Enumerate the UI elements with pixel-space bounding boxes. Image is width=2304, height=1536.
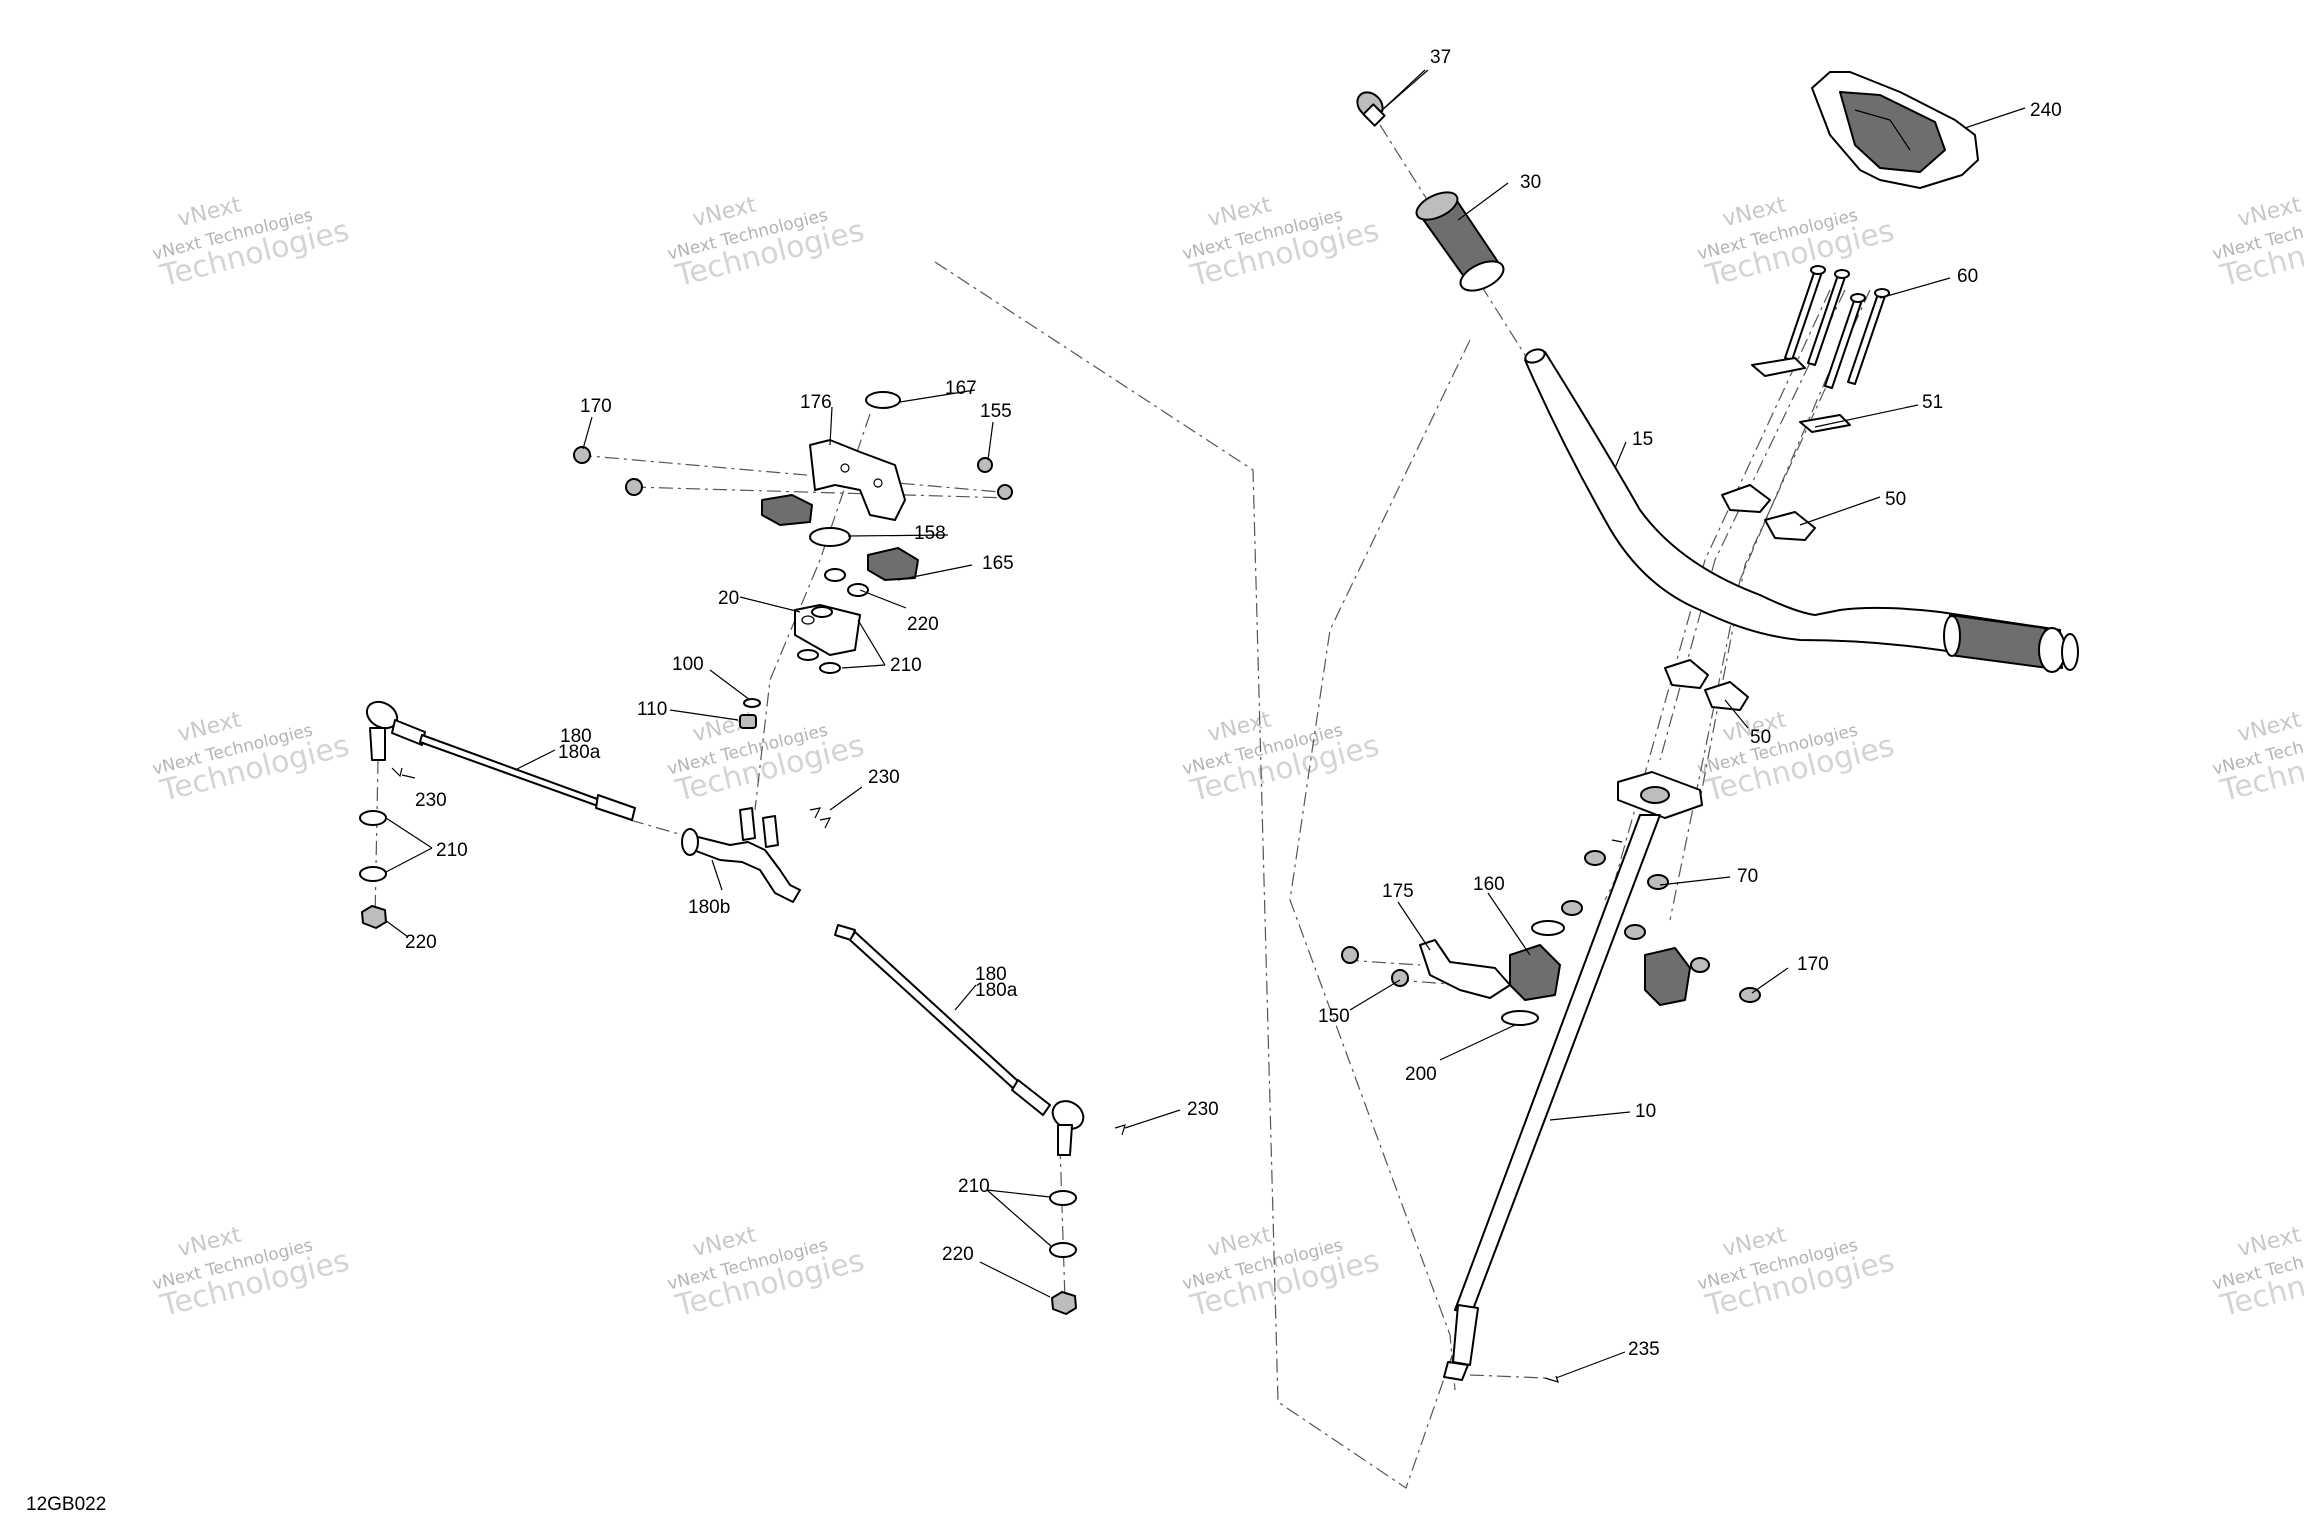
pitman-arm — [794, 604, 861, 656]
callout: 176 — [800, 392, 832, 413]
callout: 180b — [688, 897, 730, 918]
callout: 180 — [560, 726, 592, 747]
callout: 50 — [1885, 489, 1906, 510]
handlebar-clamp-bolts — [1784, 265, 1890, 389]
callout: 110 — [637, 699, 667, 720]
upper-clamps — [1664, 484, 1816, 711]
watermark: vNext vNext Technologies Technologies — [1696, 192, 1898, 294]
callout: 30 — [1520, 172, 1541, 193]
support-bracket — [809, 439, 906, 521]
callout: 210 — [436, 840, 468, 861]
callout: 155 — [980, 401, 1012, 422]
callout: 230 — [1187, 1099, 1219, 1120]
callout: 175 — [1382, 881, 1414, 902]
watermark: vNext vNext Technologies Technologies — [151, 1222, 353, 1324]
callout: 220 — [405, 932, 437, 953]
callout: 10 — [1635, 1101, 1656, 1122]
callout: 210 — [958, 1176, 990, 1197]
callout: 160 — [1473, 874, 1505, 895]
callout: 180a — [975, 980, 1018, 1001]
cotter-pin — [1544, 1375, 1559, 1383]
watermark: vNext vNext Technologies Technologies — [1181, 1222, 1383, 1324]
assembly-boundary-line — [934, 261, 1481, 1489]
watermark: vNext vNext Technologies Technologies — [2211, 192, 2304, 294]
support-seal — [865, 391, 901, 409]
callout: 180 — [975, 964, 1007, 985]
tie-rod-cotter-pins — [391, 767, 1126, 1136]
watermark: vNext vNext Technologies Technologies — [1181, 192, 1383, 294]
watermark: vNext vNext Technologies Technologies — [2211, 707, 2304, 809]
callout: 200 — [1405, 1064, 1437, 1085]
tie-rod-left — [365, 700, 636, 821]
flange-nuts — [1561, 850, 1669, 940]
tie-rod-center-joint — [681, 807, 801, 903]
support-clamp — [761, 494, 919, 581]
arm-washers — [797, 606, 841, 674]
support-spacer — [824, 568, 869, 597]
callout: 100 — [672, 654, 704, 675]
callout: 210 — [890, 655, 922, 676]
support-bolts — [977, 457, 1013, 500]
tie-rod-right — [834, 924, 1085, 1156]
watermark: vNext vNext Technologies Technologies — [1181, 707, 1383, 809]
watermarks: vNext vNext Technologies Technologies vN… — [151, 192, 2304, 1324]
watermark: vNext vNext Technologies Technologies — [2211, 1222, 2304, 1324]
diagram-code: 12GB022 — [26, 1494, 107, 1515]
bracket-bolts — [1341, 946, 1409, 987]
watermark: vNext vNext Technologies Technologies — [666, 1222, 868, 1324]
callout: 50 — [1750, 727, 1771, 748]
right-washers — [1049, 1190, 1077, 1258]
support-nuts — [573, 446, 643, 496]
column-bushing — [1509, 920, 1710, 1006]
callout: 37 — [1430, 47, 1451, 68]
spacer — [739, 714, 757, 729]
callout: 230 — [415, 790, 447, 811]
callout: 150 — [1318, 1006, 1350, 1027]
watermark: vNext vNext Technologies Technologies — [1696, 1222, 1898, 1324]
support-bushing — [809, 527, 851, 547]
leader-lines — [384, 69, 2026, 1379]
column-bracket — [1419, 939, 1511, 999]
column-seal-ring — [1501, 1010, 1539, 1026]
left-washers — [359, 810, 387, 882]
callouts: 37 240 30 60 51 15 50 50 70 175 160 170 … — [405, 47, 2062, 1360]
steering-column — [1443, 771, 1703, 1381]
clamp-plate — [1751, 357, 1851, 433]
callout: 230 — [868, 767, 900, 788]
washer — [743, 698, 761, 708]
handlebar-end-plug — [1356, 91, 1386, 127]
watermark: vNext vNext Technologies Technologies — [151, 192, 353, 294]
callout: 170 — [580, 396, 612, 417]
callout: 51 — [1922, 392, 1943, 413]
watermark: vNext vNext Technologies Technologies — [666, 192, 868, 294]
callout: 240 — [2030, 100, 2062, 121]
callout: 235 — [1628, 1339, 1660, 1360]
left-nut — [361, 905, 387, 929]
callout: 20 — [718, 588, 739, 609]
callout: 158 — [914, 523, 946, 544]
callout: 165 — [982, 553, 1014, 574]
callout: 180a — [558, 742, 601, 763]
handlebar — [1524, 348, 2079, 673]
callout: 170 — [1797, 954, 1829, 975]
callout: 15 — [1632, 429, 1653, 450]
handlebar-grip — [1415, 191, 1505, 292]
callout: 70 — [1737, 866, 1758, 887]
right-nut — [1051, 1291, 1077, 1315]
watermark: vNext vNext Technologies Technologies — [151, 707, 353, 809]
callout: 167 — [945, 378, 977, 399]
callout: 60 — [1957, 266, 1978, 287]
watermark: vNext vNext Technologies Technologies — [666, 707, 868, 809]
callout: 220 — [942, 1244, 974, 1265]
callout: 220 — [907, 614, 939, 635]
handlebar-cover — [1811, 71, 1979, 189]
